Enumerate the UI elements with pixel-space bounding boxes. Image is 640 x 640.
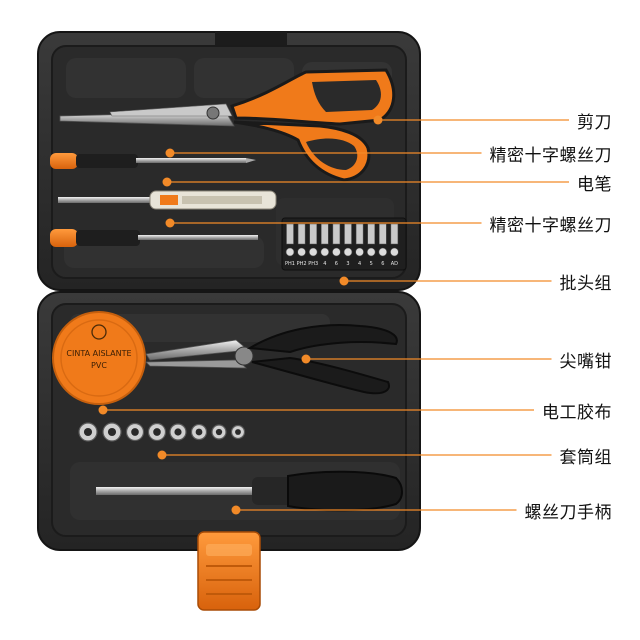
leader-dot: [162, 177, 172, 187]
leader-dot: [165, 218, 175, 228]
label-screwdriver-handle: 螺丝刀手柄: [524, 503, 612, 523]
leader-dot: [301, 354, 311, 364]
pliers-icon: [145, 323, 398, 395]
bit-tip: [390, 223, 399, 245]
socket-set-icon: [78, 422, 246, 442]
bit-label: PH3: [308, 261, 318, 267]
bit-tip: [379, 223, 387, 245]
leader-dot: [231, 505, 241, 515]
bit-label: PH1: [285, 261, 295, 267]
socket-hole: [107, 427, 117, 437]
bit-tip: [332, 223, 341, 245]
socket-hole: [131, 428, 139, 436]
scissors-icon: [59, 68, 396, 182]
bit-label: 4: [358, 261, 361, 267]
bit-head: [366, 247, 376, 257]
bit-head: [378, 247, 388, 257]
tape-title-line1: CINTA AISLANTE: [66, 349, 131, 358]
bit-tip: [355, 223, 364, 245]
label-precision-screwdriver-2: 精密十字螺丝刀: [489, 216, 612, 236]
bit-label: PH2: [297, 261, 307, 267]
tape-roll-icon: CINTA AISLANTE PVC: [52, 311, 146, 405]
socket-hole: [235, 429, 241, 435]
bit-head: [297, 247, 306, 257]
bit-head: [343, 247, 353, 257]
ul-certification-icon: [91, 324, 107, 340]
label-bit-set: 批头组: [559, 274, 612, 294]
bit-label: AD: [391, 261, 398, 267]
label-precision-screwdriver-1: 精密十字螺丝刀: [489, 146, 612, 166]
label-socket-set: 套筒组: [559, 448, 612, 468]
socket-hole: [215, 428, 223, 436]
bit-tip: [344, 223, 352, 245]
label-test-pen: 电笔: [577, 175, 612, 195]
bit-head: [308, 247, 318, 257]
label-electrical-tape: 电工胶布: [542, 403, 612, 423]
socket-hole: [153, 428, 161, 436]
tape-title-line2: PVC: [91, 361, 107, 370]
bit-tip: [286, 223, 294, 245]
socket-hole: [83, 427, 93, 437]
case-latch-icon[interactable]: [197, 531, 261, 611]
leader-dot: [339, 276, 349, 286]
leader-dot: [98, 405, 108, 415]
bit-label: 6: [335, 261, 338, 267]
bit-head: [320, 247, 330, 257]
precision-screwdriver-2-icon: [50, 229, 258, 247]
leader-dot: [157, 450, 167, 460]
bit-label: 4: [323, 261, 326, 267]
leader-dot: [373, 115, 383, 125]
bit-label: 6: [381, 261, 384, 267]
socket-hole: [174, 428, 182, 436]
bit-tip: [321, 223, 329, 245]
bit-tip: [367, 223, 375, 245]
bit-tip: [309, 223, 317, 245]
bit-head: [332, 247, 341, 257]
label-needle-nose-pliers: 尖嘴钳: [559, 352, 612, 372]
bit-head: [355, 247, 364, 257]
bit-tip: [297, 223, 306, 245]
bit-label: 5: [370, 261, 373, 267]
socket-hole: [195, 428, 203, 436]
callout-leaders: [98, 115, 569, 515]
leader-dot: [165, 148, 175, 158]
test-pen-icon: [58, 190, 277, 210]
bit-label: 3: [346, 261, 349, 267]
precision-screwdriver-1-icon: [50, 153, 256, 169]
label-scissors: 剪刀: [577, 113, 612, 133]
bit-head: [390, 247, 399, 257]
bit-head: [285, 247, 295, 257]
